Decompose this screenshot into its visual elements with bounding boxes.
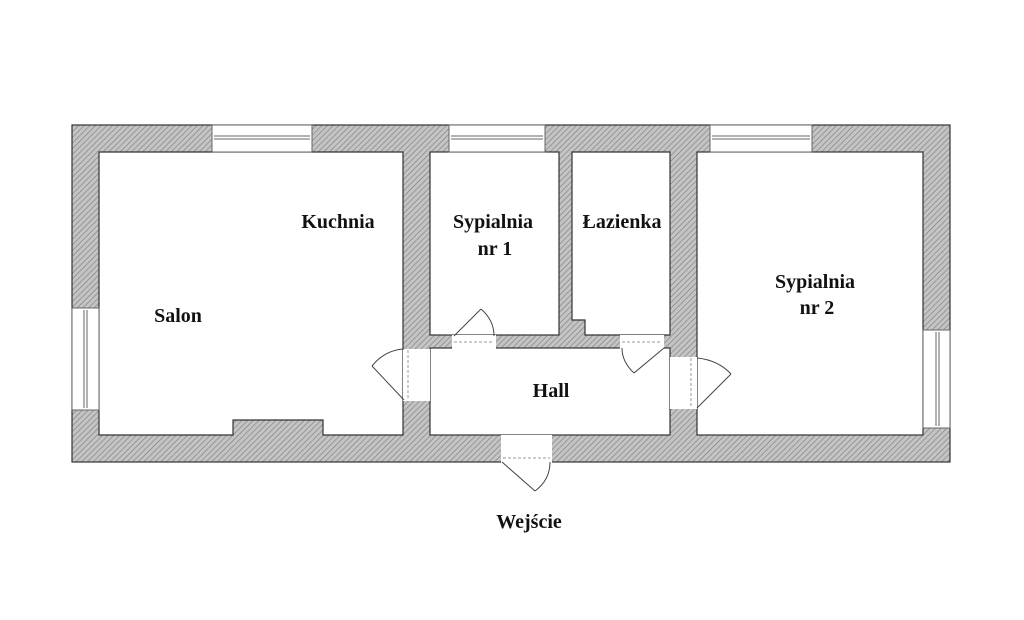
window-salon-left: [71, 307, 100, 411]
window-sypialnia-2-top: [709, 124, 813, 153]
window-salon-top: [211, 124, 313, 153]
window-sypialnia-1: [448, 124, 546, 153]
label-kuchnia: Kuchnia: [301, 211, 374, 233]
label-hall: Hall: [533, 380, 570, 402]
label-sypialnia-2-line1: Sypialnia: [775, 271, 855, 293]
door-entrance[interactable]: [501, 435, 552, 492]
door-lazienka[interactable]: [620, 335, 665, 374]
label-salon: Salon: [154, 305, 202, 327]
room-lazienka: [571, 151, 671, 336]
label-sypialnia-2-line2: nr 2: [800, 297, 835, 319]
room-salon-kuchnia: [98, 151, 404, 436]
room-sypialnia-1: [429, 151, 560, 336]
room-sypialnia-2: [696, 151, 924, 436]
door-salon-hall[interactable]: [371, 348, 430, 401]
label-entrance: Wejście: [496, 511, 562, 533]
window-sypialnia-2-right: [922, 329, 951, 429]
door-sypialnia-1[interactable]: [452, 308, 496, 349]
label-sypialnia-1-line2: nr 1: [478, 238, 513, 260]
label-sypialnia-1-line1: Sypialnia: [453, 211, 533, 233]
label-lazienka: Łazienka: [583, 211, 662, 233]
door-sypialnia-2[interactable]: [670, 357, 732, 409]
room-hall: [429, 347, 671, 436]
